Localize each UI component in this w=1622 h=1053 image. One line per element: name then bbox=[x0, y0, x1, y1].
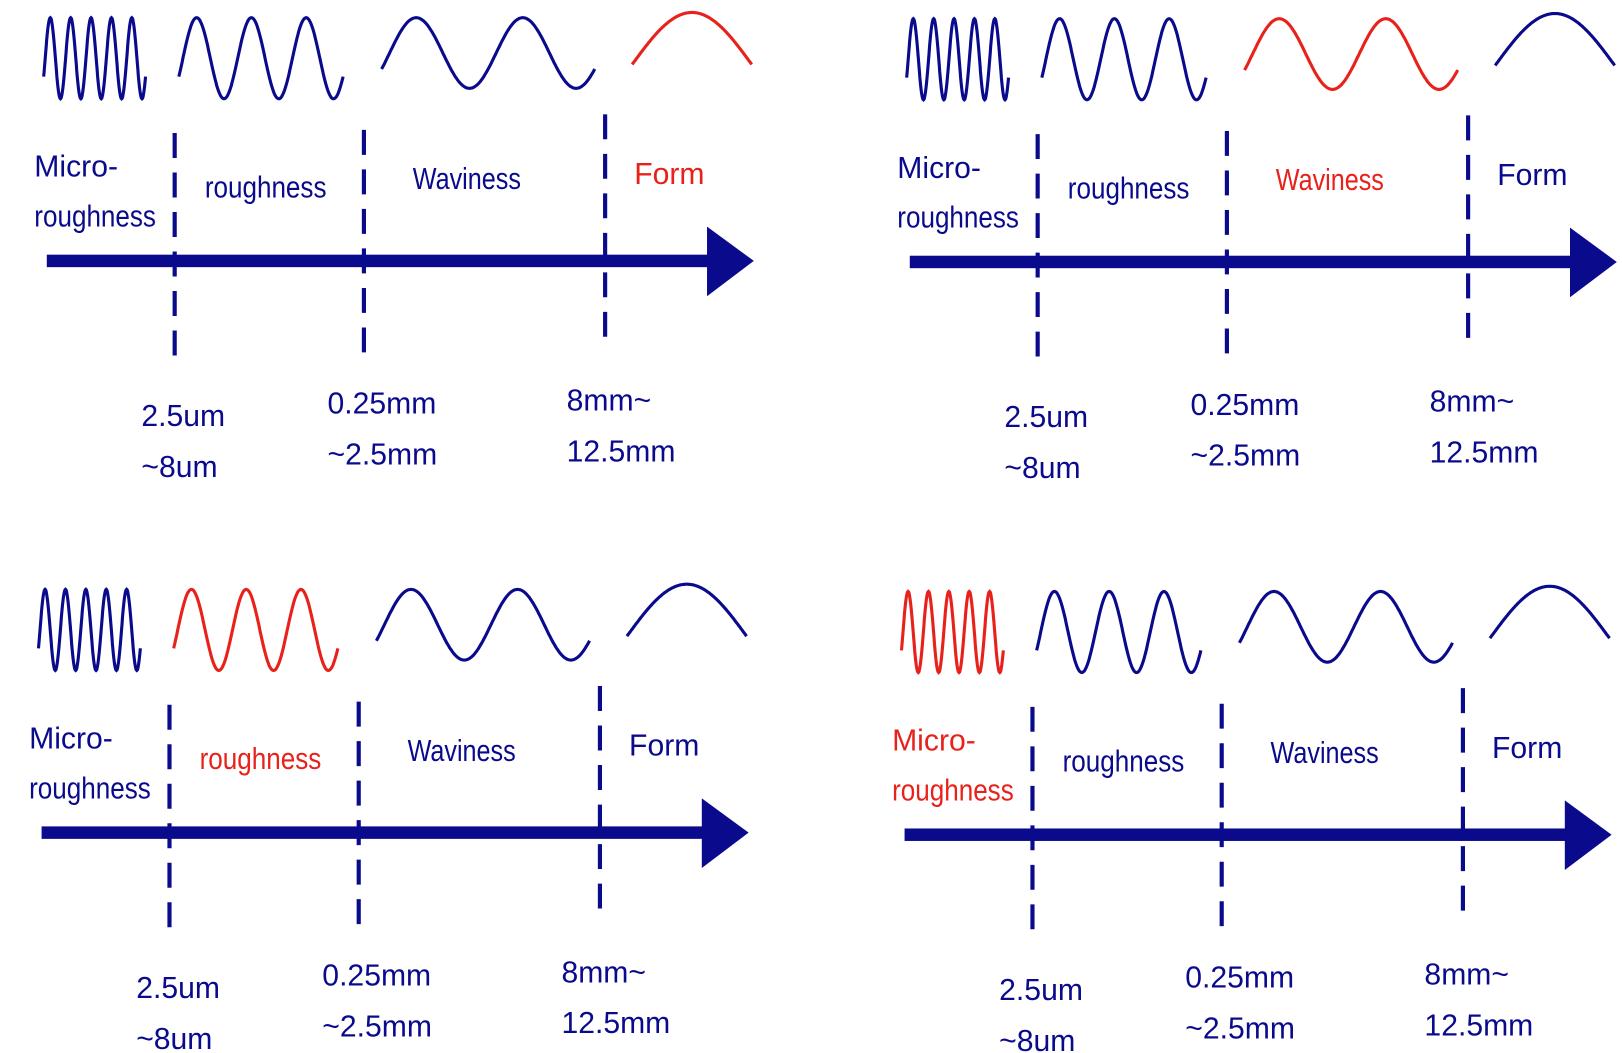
wavelength-axis-arrow-shaft bbox=[909, 255, 1576, 269]
label-micro-roughness-line: Micro- bbox=[892, 725, 976, 758]
label-micro-roughness-line: roughness bbox=[897, 202, 1019, 235]
cutoff-value: 12.5mm bbox=[1430, 437, 1539, 470]
roughness-wave bbox=[177, 16, 345, 101]
cutoff-value: ~8um bbox=[141, 451, 217, 484]
form-wave bbox=[625, 582, 748, 638]
panel-form-highlight: Micro-roughness roughness Waviness Form 2.5u… bbox=[34, 10, 754, 484]
waviness-wave bbox=[1237, 589, 1454, 664]
form-wave bbox=[1493, 11, 1616, 67]
waviness-wave bbox=[375, 587, 591, 662]
label-waviness-line: Waviness bbox=[413, 163, 521, 196]
cutoff-value: 0.25mm bbox=[1185, 962, 1294, 995]
roughness-wave bbox=[1035, 589, 1203, 675]
label-waviness-line: Waviness bbox=[1271, 737, 1379, 770]
waviness-wave bbox=[380, 16, 597, 90]
micro-roughness-wave bbox=[42, 15, 148, 101]
label-roughness-line: roughness bbox=[205, 172, 327, 205]
micro-roughness-wave bbox=[899, 589, 1005, 675]
cutoff-value: 12.5mm bbox=[561, 1007, 670, 1040]
cutoff-value: 2.5um bbox=[1004, 401, 1088, 434]
cutoff-value: ~2.5mm bbox=[322, 1010, 432, 1043]
roughness-wave bbox=[172, 587, 340, 673]
form-wave bbox=[1488, 584, 1611, 640]
cutoff-value: 12.5mm bbox=[1424, 1009, 1533, 1042]
label-waviness-line: Waviness bbox=[1276, 164, 1384, 197]
micro-roughness-wave bbox=[905, 16, 1011, 102]
cutoff-value: ~2.5mm bbox=[328, 439, 438, 472]
roughness-wave bbox=[1040, 17, 1208, 102]
cutoff-value: 0.25mm bbox=[322, 959, 431, 992]
cutoff-value: 8mm~ bbox=[1430, 386, 1515, 419]
label-micro-roughness-line: roughness bbox=[34, 201, 156, 234]
label-form-line: Form bbox=[634, 158, 704, 191]
cutoff-value: ~8um bbox=[1004, 452, 1080, 485]
cutoff-value: ~2.5mm bbox=[1185, 1012, 1295, 1045]
label-form-line: Form bbox=[1497, 159, 1567, 192]
label-roughness-line: roughness bbox=[1068, 173, 1190, 206]
cutoff-value: 0.25mm bbox=[328, 388, 437, 421]
waviness-wave bbox=[1243, 17, 1460, 91]
label-micro-roughness-line: Micro- bbox=[34, 151, 118, 184]
label-micro-roughness-line: Micro- bbox=[29, 722, 113, 755]
cutoff-value: 2.5um bbox=[141, 400, 225, 433]
cutoff-value: 2.5um bbox=[136, 972, 220, 1005]
arrow-head-icon bbox=[1564, 800, 1612, 871]
cutoff-value: 8mm~ bbox=[561, 956, 646, 989]
label-waviness-line: Waviness bbox=[408, 735, 516, 768]
cutoff-value: ~8um bbox=[136, 1023, 212, 1053]
cutoff-value: ~2.5mm bbox=[1191, 440, 1301, 473]
cutoff-value: 12.5mm bbox=[567, 436, 676, 469]
panel-micro-roughness-highlight: Micro-roughness roughness Waviness Form 2.5u… bbox=[892, 584, 1612, 1053]
label-micro-roughness-line: Micro- bbox=[897, 152, 981, 185]
wavelength-axis-arrow-shaft bbox=[904, 828, 1571, 841]
label-roughness-line: roughness bbox=[200, 743, 322, 776]
wavelength-axis-arrow-shaft bbox=[41, 826, 708, 839]
arrow-head-icon bbox=[707, 226, 754, 297]
cutoff-value: ~8um bbox=[999, 1025, 1075, 1053]
label-micro-roughness-line: roughness bbox=[29, 772, 151, 805]
panel-roughness-highlight: Micro-roughness roughness Waviness Form 2.5u… bbox=[29, 582, 749, 1053]
cutoff-value: 2.5um bbox=[999, 974, 1083, 1007]
panel-waviness-highlight: Micro-roughness roughness Waviness Form 2.5u… bbox=[897, 11, 1617, 485]
micro-roughness-wave bbox=[36, 587, 142, 673]
label-micro-roughness-line: roughness bbox=[892, 774, 1014, 807]
cutoff-value: 0.25mm bbox=[1191, 389, 1300, 422]
cutoff-value: 8mm~ bbox=[1424, 958, 1509, 991]
label-form-line: Form bbox=[629, 730, 699, 763]
wavelength-axis-arrow-shaft bbox=[46, 254, 713, 268]
cutoff-value: 8mm~ bbox=[567, 385, 652, 418]
arrow-head-icon bbox=[1570, 227, 1617, 298]
label-form-line: Form bbox=[1492, 732, 1562, 765]
label-roughness-line: roughness bbox=[1063, 745, 1185, 778]
arrow-head-icon bbox=[701, 798, 749, 868]
form-wave bbox=[630, 10, 753, 66]
